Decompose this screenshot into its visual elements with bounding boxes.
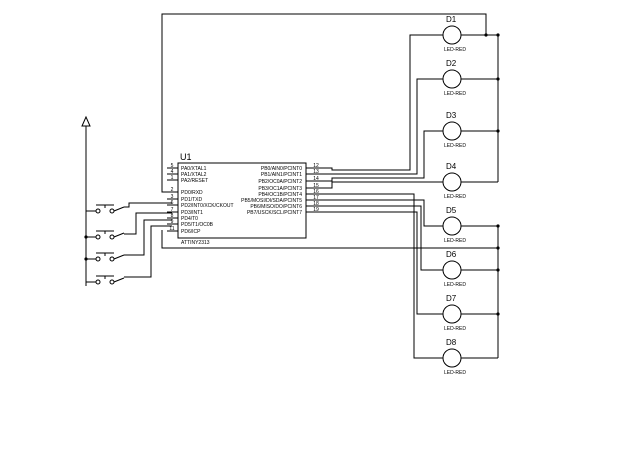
pin-name: PD4/T0 <box>181 216 198 222</box>
pin-name: PB7/USCK/SCL/PCINT7 <box>247 210 302 216</box>
pin-number: 5 <box>171 163 174 169</box>
led-group: D1LED-REDD2LED-REDD3LED-REDD4LED-REDD5LE… <box>442 15 498 376</box>
pin-number: 14 <box>313 176 319 182</box>
pin-number: 8 <box>171 213 174 219</box>
push-switch[interactable] <box>95 275 125 285</box>
led-value-label: LED-RED <box>444 91 466 97</box>
pin-number: 6 <box>171 200 174 206</box>
led-ref-label: D6 <box>446 250 457 259</box>
pin-name: PD3/INT1 <box>181 210 203 216</box>
pin-number: 19 <box>313 207 319 213</box>
pin-name: PB6/MISO/DO/PCINT6 <box>250 204 302 210</box>
pin-name: PB2/OC0A/PCINT2 <box>258 179 302 185</box>
pin-number: 3 <box>171 194 174 200</box>
pin-name: PD6/ICP <box>181 229 201 235</box>
power-arrow <box>81 115 91 286</box>
led-ref-label: D8 <box>446 338 457 347</box>
pin-name: PB0/AIN0/PCINT0 <box>261 166 302 172</box>
pin-number: 1 <box>171 175 174 181</box>
mcu-part-label: ATTINY2313 <box>181 240 210 246</box>
pin-number: 11 <box>169 226 174 232</box>
pin-number: 13 <box>313 169 319 175</box>
pin-name: PD0/RXD <box>181 190 203 196</box>
led-value-label: LED-RED <box>444 47 466 53</box>
push-switch[interactable] <box>95 230 125 240</box>
led-value-label: LED-RED <box>444 326 466 332</box>
pin-name: PD2/INT0/XCK/CKOUT <box>181 203 234 209</box>
led-ref-label: D4 <box>446 162 457 171</box>
pin-name: PA0/XTAL1 <box>181 166 207 172</box>
pin-name: PB4/OC1B/PCINT4 <box>258 192 302 198</box>
led-ref-label: D1 <box>446 15 457 24</box>
push-switch[interactable] <box>95 252 125 262</box>
pin-number: 7 <box>171 207 174 213</box>
push-switch[interactable] <box>95 204 125 214</box>
pin-name: PD1/TXD <box>181 197 203 203</box>
mcu-ref-label: U1 <box>180 152 192 162</box>
pin-number: 17 <box>313 195 319 201</box>
led-value-label: LED-RED <box>444 370 466 376</box>
switch-group <box>95 204 125 285</box>
pin-name: PB5/MOSI/DI/SDA/PCINT5 <box>241 198 302 204</box>
pin-number: 15 <box>313 183 319 189</box>
pin-number: 12 <box>313 163 319 169</box>
led-ref-label: D7 <box>446 294 457 303</box>
led-value-label: LED-RED <box>444 194 466 200</box>
pin-number: 2 <box>171 187 174 193</box>
led-value-label: LED-RED <box>444 282 466 288</box>
pin-name: PD5/T1/OC0B <box>181 222 214 228</box>
led-ref-label: D2 <box>446 59 457 68</box>
pin-number: 16 <box>313 189 319 195</box>
pin-name: PA1/XTAL2 <box>181 172 207 178</box>
led-value-label: LED-RED <box>444 238 466 244</box>
pin-name: PB3/OC1A/PCINT3 <box>258 186 302 192</box>
pin-number: 18 <box>313 201 319 207</box>
pin-number: 4 <box>171 169 174 175</box>
led-ref-label: D5 <box>446 206 457 215</box>
led-value-label: LED-RED <box>444 143 466 149</box>
pin-name: PB1/AIN1/PCINT1 <box>261 172 302 178</box>
pin-number: 9 <box>171 219 174 225</box>
junction-dots <box>84 33 500 316</box>
pin-name: PA2/RESET <box>181 178 208 184</box>
switch-wiring <box>86 202 172 283</box>
led-ref-label: D3 <box>446 111 457 120</box>
